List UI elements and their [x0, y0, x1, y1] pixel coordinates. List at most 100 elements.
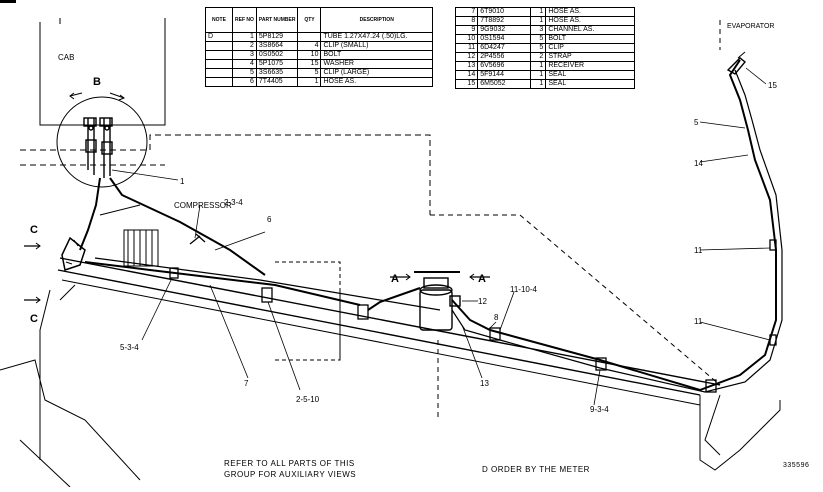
cell-part: 0S1594	[477, 34, 531, 44]
diagram-labels: CAB B 1 COMPRESSOR 2-3-4 6 C C 5-3-4 7 2…	[30, 23, 777, 414]
callout-7: 7	[244, 379, 249, 388]
tube-7	[94, 257, 441, 311]
cell-description: RECEIVER	[545, 61, 635, 71]
cell-qty: 1	[529, 70, 547, 80]
cell-ref: 8	[454, 16, 479, 26]
evaporator-fitting	[726, 57, 746, 75]
col-part: PART NUMBER	[255, 7, 299, 33]
cell-ref: 9	[454, 25, 479, 35]
callout-15: 15	[768, 81, 777, 90]
hose-6-line	[109, 177, 266, 276]
col-description: DESCRIPTION	[320, 7, 433, 33]
frame-rail-base	[61, 279, 701, 406]
cell-part: 9G9032	[477, 25, 531, 35]
cell-part: 3S6635	[255, 68, 299, 78]
frame-left-end	[39, 289, 51, 460]
cell-ref: 10	[454, 34, 479, 44]
callout-11-a: 11	[694, 246, 703, 255]
cell-part: 5P1075	[255, 59, 299, 69]
cell-ref: 12	[454, 52, 479, 62]
ref-line-diagonal	[430, 214, 721, 386]
cell-description: TUBE 1.27X47.24 (.50)LG.	[320, 32, 433, 42]
callout-14: 14	[694, 159, 703, 168]
frame-right-bracket	[704, 394, 721, 456]
label-view-a-right: A	[478, 273, 486, 285]
cell-description: CLIP (LARGE)	[320, 68, 433, 78]
cell-description: HOSE AS.	[545, 16, 635, 26]
col-qty: QTY	[297, 7, 322, 33]
corner-mark	[0, 0, 16, 3]
cell-ref: 6	[232, 77, 257, 87]
frame-rail-lower	[57, 269, 701, 396]
cell-description: BOLT	[545, 34, 635, 44]
cell-part: 7T8892	[477, 16, 531, 26]
callout-6: 6	[267, 215, 272, 224]
hose-8-parallel	[451, 69, 783, 393]
view-a-arrow-heads	[405, 273, 475, 281]
cell-ref: 7	[454, 7, 479, 17]
machine-outline-lower-left	[0, 359, 141, 481]
order-note: D ORDER BY THE METER	[482, 465, 590, 474]
cell-ref: 2	[232, 41, 257, 51]
cell-description: CHANNEL AS.	[545, 25, 635, 35]
clips	[169, 233, 777, 393]
evaporator-stub	[737, 51, 746, 59]
cab-outline	[39, 18, 166, 126]
cell-part: 5F9144	[477, 70, 531, 80]
cell-part: 5P8129	[255, 32, 299, 42]
view-b-arrow-right	[109, 92, 125, 99]
cell-note	[205, 50, 233, 60]
cell-note	[205, 59, 233, 69]
callout-11-10-4: 11-10-4	[510, 285, 538, 294]
cell-description: HOSE AS.	[545, 7, 635, 17]
drawing-number: 335596	[783, 462, 810, 469]
cell-ref: 15	[454, 79, 479, 89]
col-ref: REF NO	[232, 7, 257, 33]
callout-8: 8	[494, 313, 499, 322]
cell-part: 0S0502	[255, 50, 299, 60]
col-note: NOTE	[205, 7, 233, 33]
arrow-head-b-left	[69, 92, 75, 100]
cell-note	[205, 41, 233, 51]
parts-table-left-header: NOTE REF NO PART NUMBER QTY DESCRIPTION	[205, 7, 433, 33]
cell-part: 7T4405	[255, 77, 299, 87]
cell-part: 6T9010	[477, 7, 531, 17]
refer-note-line-1: REFER TO ALL PARTS OF THIS	[224, 459, 355, 468]
cab-fittings	[83, 117, 113, 178]
view-b-arrow-left	[69, 92, 83, 97]
cell-part: 3S8664	[255, 41, 299, 51]
callout-12: 12	[478, 297, 487, 306]
frame-left-bracket	[59, 284, 76, 301]
cell-qty: 1	[297, 77, 322, 87]
cell-qty: 1	[529, 79, 547, 89]
tube-1	[84, 261, 361, 306]
cell-ref: 11	[454, 43, 479, 53]
cell-qty: 5	[529, 43, 547, 53]
hose-to-receiver	[367, 287, 421, 311]
cell-ref: 3	[232, 50, 257, 60]
parts-table-left: NOTE REF NO PART NUMBER QTY DESCRIPTION …	[205, 7, 433, 87]
detail-b-circle	[56, 96, 148, 188]
hose-8-line	[451, 59, 777, 392]
cell-description: BOLT	[320, 50, 433, 60]
label-view-c-top: C	[30, 224, 38, 236]
cell-qty	[297, 32, 322, 42]
callout-5: 5	[694, 118, 699, 127]
cell-ref: 13	[454, 61, 479, 71]
cell-part: 6V5696	[477, 61, 531, 71]
cell-note	[205, 68, 233, 78]
dashed-box-left	[275, 261, 341, 361]
ref-line-upper	[20, 134, 431, 215]
cell-ref: 5	[232, 68, 257, 78]
